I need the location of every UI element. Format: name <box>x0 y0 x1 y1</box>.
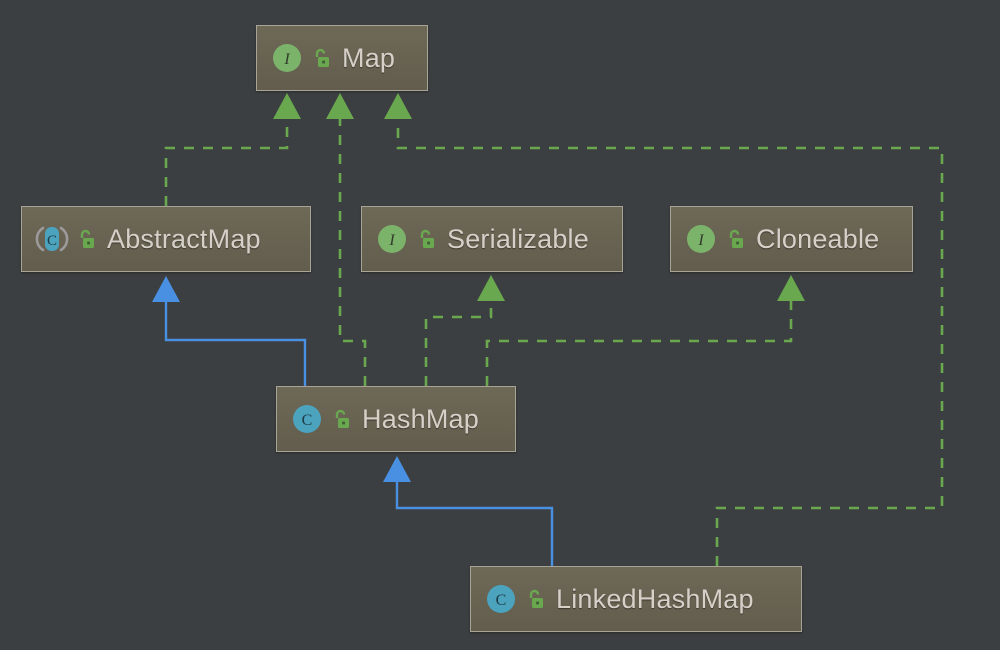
interface-icon: I <box>376 223 408 255</box>
class-node-label: Cloneable <box>756 223 880 254</box>
class-icon: C <box>291 403 323 435</box>
svg-text:I: I <box>283 51 290 68</box>
unlocked-padlock-icon <box>331 408 351 430</box>
arrowhead-implements <box>326 93 354 119</box>
unlocked-padlock-icon <box>311 47 331 69</box>
class-node-label: Map <box>342 42 396 73</box>
svg-text:I: I <box>388 232 395 249</box>
interface-icon: I <box>271 42 303 74</box>
class-node-abstractmap[interactable]: C AbstractMap <box>21 206 311 272</box>
class-node-cloneable[interactable]: I Cloneable <box>670 206 913 272</box>
svg-text:C: C <box>302 412 313 429</box>
arrowhead-implements <box>777 275 805 301</box>
arrowhead-extends <box>383 456 411 482</box>
edge-linkedhashmap-implements-map[interactable] <box>384 93 944 566</box>
edge-hashmap-implements-serializable[interactable] <box>424 275 505 386</box>
class-node-label: HashMap <box>362 403 479 434</box>
class-node-linkedhashmap[interactable]: C LinkedHashMap <box>470 566 802 632</box>
abstract-class-icon: C <box>35 223 69 255</box>
class-icon: C <box>485 583 517 615</box>
svg-text:C: C <box>47 233 57 249</box>
svg-text:C: C <box>496 592 507 609</box>
interface-icon: I <box>685 223 717 255</box>
arrowhead-extends <box>152 276 180 302</box>
class-node-serializable[interactable]: I Serializable <box>361 206 623 272</box>
edge-hashmap-extends-abstractmap[interactable] <box>152 276 307 386</box>
unlocked-padlock-icon <box>525 588 545 610</box>
arrowhead-implements <box>477 275 505 301</box>
class-node-label: Serializable <box>447 223 589 254</box>
class-node-hashmap[interactable]: C HashMap <box>276 386 516 452</box>
svg-text:I: I <box>697 232 704 249</box>
unlocked-padlock-icon <box>725 228 745 250</box>
edge-hashmap-implements-cloneable[interactable] <box>485 275 805 386</box>
arrowhead-implements <box>273 93 301 119</box>
edge-abstractmap-implements-map[interactable] <box>164 93 301 206</box>
class-node-map[interactable]: I Map <box>256 25 428 91</box>
class-node-label: LinkedHashMap <box>556 583 754 614</box>
edge-hashmap-implements-map[interactable] <box>326 93 367 386</box>
class-node-label: AbstractMap <box>107 223 261 254</box>
unlocked-padlock-icon <box>76 228 96 250</box>
edge-linkedhashmap-extends-hashmap[interactable] <box>383 456 554 566</box>
arrowhead-implements <box>384 93 412 119</box>
unlocked-padlock-icon <box>416 228 436 250</box>
